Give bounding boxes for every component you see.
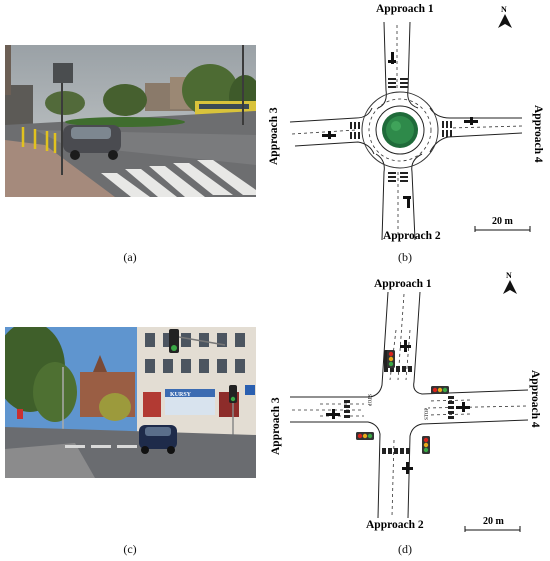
caption-a: (a) [123,250,137,264]
caption-c: (c) [123,542,137,556]
photo-roundabout [5,45,261,197]
north-arrow-icon: N [498,5,512,28]
roundabout-approach-2: Approach 2 [383,230,441,242]
roundabout-svg: Approach 1 Approach 2 Approach 3 Approac… [268,3,544,242]
intersection-north-arrow-icon: N [503,271,517,294]
intersection-diagram: STOP STOP Approach 1 App [260,270,550,545]
intersection-svg: STOP STOP Approach 1 App [270,271,541,532]
intersection-scale-bar: 20 m [464,516,521,532]
shop-sign: KURSY [170,392,192,398]
photo-intersection-image: KURSY [0,322,256,478]
svg-text:20 m: 20 m [492,216,514,227]
signal-heads [356,350,449,454]
svg-text:20 m: 20 m [483,516,505,527]
lane-arrows [322,52,478,208]
stop-marking-east: STOP [425,408,430,420]
roundabout-approach-4: Approach 4 [532,105,544,163]
svg-text:N: N [501,5,507,14]
intersection-approach-4: Approach 4 [529,370,541,428]
svg-text:N: N [506,271,512,280]
caption-d: (d) [398,542,412,556]
stop-marking-west: STOP [366,394,371,406]
intersection-approach-3: Approach 3 [270,397,282,455]
intersection-lane-arrows [326,340,470,474]
intersection-approach-1: Approach 1 [374,278,432,290]
roundabout-scale-bar: 20 m [474,216,531,232]
roundabout-approach-1: Approach 1 [376,3,434,15]
intersection-approach-2: Approach 2 [366,519,424,531]
photo-intersection: KURSY [0,322,256,478]
roundabout-approach-3: Approach 3 [268,107,280,165]
photo-roundabout-image [5,45,261,197]
roundabout-diagram: Approach 1 Approach 2 Approach 3 Approac… [260,0,550,268]
caption-b: (b) [398,250,412,264]
